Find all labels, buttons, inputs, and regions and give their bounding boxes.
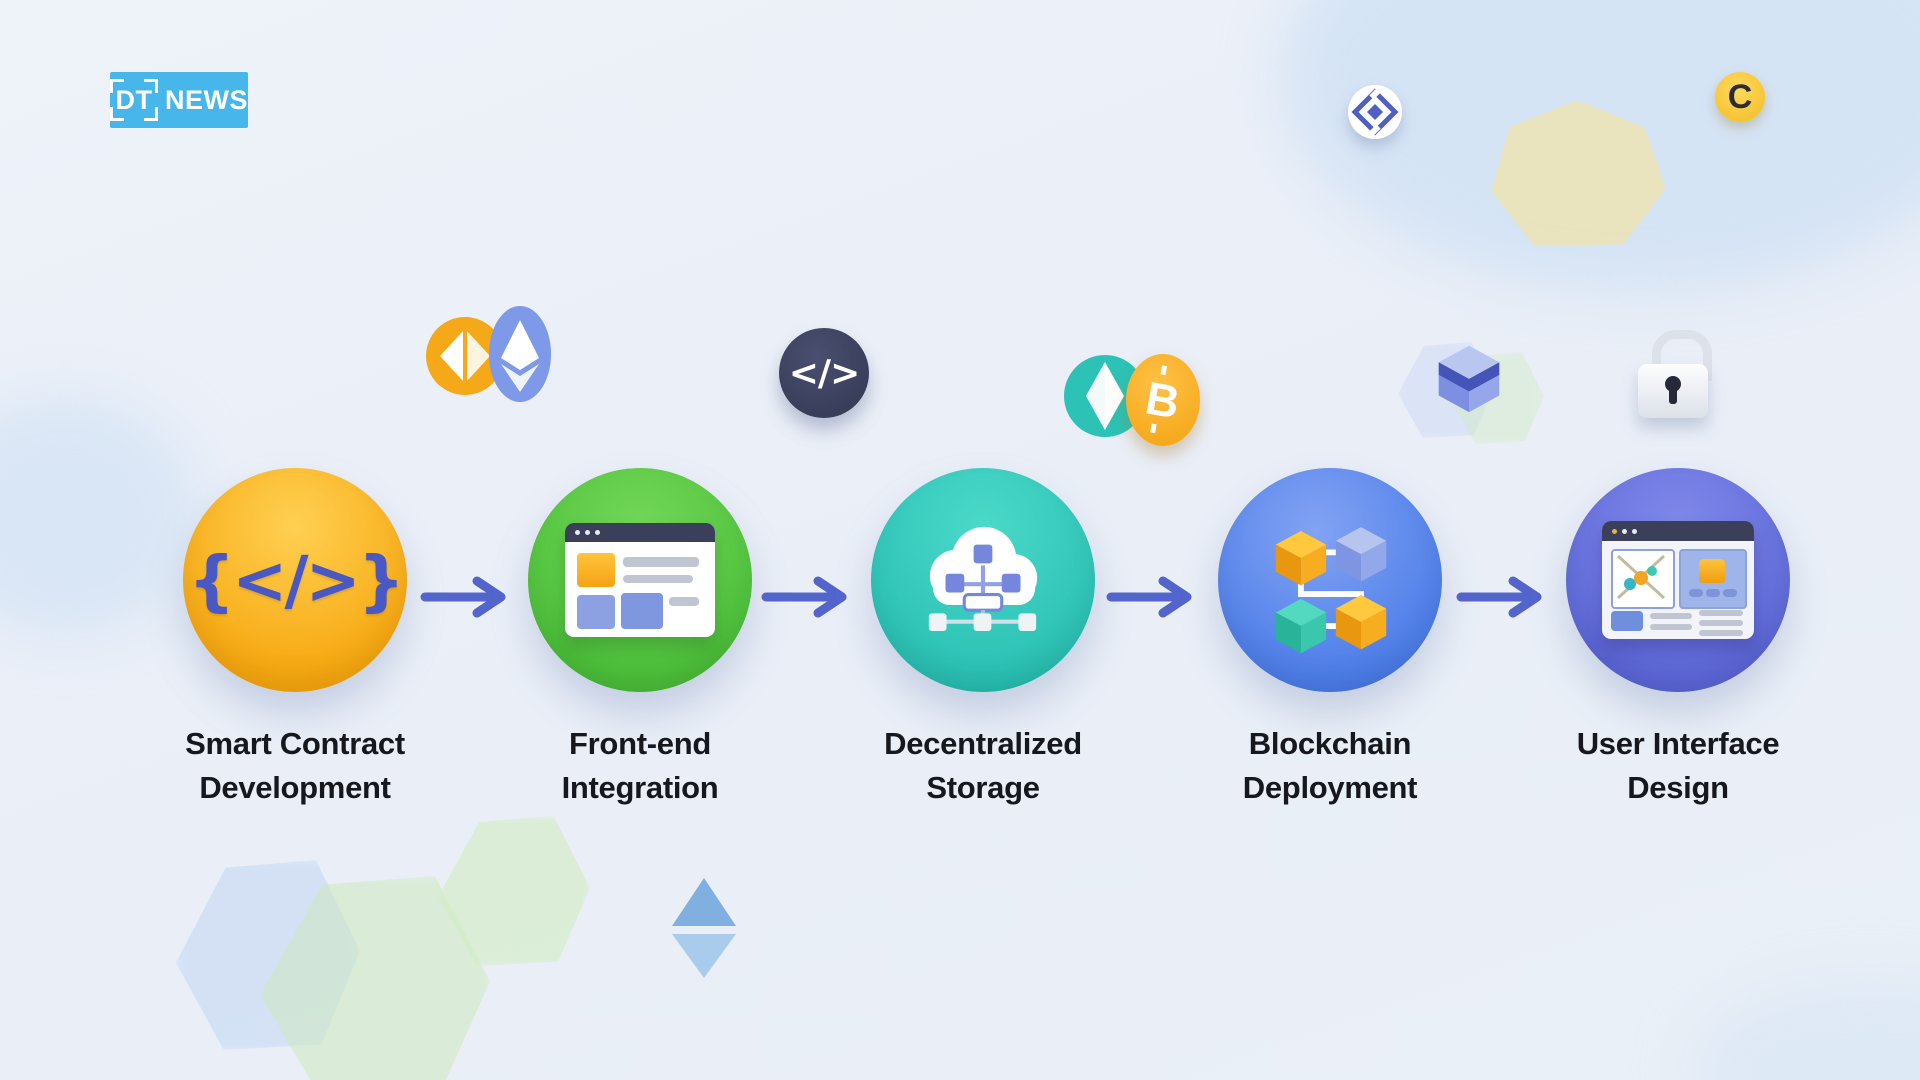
content-bar <box>623 557 699 567</box>
frame-corner <box>144 107 158 121</box>
triangle-up <box>672 878 736 926</box>
step4-label-line2: Deployment <box>1242 770 1418 805</box>
code-circle-icon: </> <box>779 328 869 418</box>
ui-bar <box>1650 613 1692 619</box>
window-dot <box>1632 528 1637 534</box>
step-blockchain-deployment: Blockchain Deployment <box>1170 468 1490 810</box>
arrow-1 <box>420 576 506 618</box>
content-block-orange <box>577 553 615 587</box>
step2-label-line1: Front-end <box>569 726 711 761</box>
padlock-icon <box>1638 330 1712 422</box>
asset-bar <box>1706 589 1720 597</box>
window-dot <box>595 530 600 535</box>
step4-label-line1: Blockchain <box>1248 726 1412 761</box>
step1-label-line2: Development <box>199 770 391 805</box>
step5-label-line1: User Interface <box>1576 726 1780 761</box>
ui-panel-asset <box>1679 549 1747 609</box>
frame-corner <box>110 79 124 93</box>
content-bar <box>669 597 699 606</box>
lock-body <box>1638 364 1708 418</box>
ethereum-gold-icon <box>426 317 504 395</box>
triangle-down <box>672 934 736 978</box>
content-block-blue <box>577 595 615 629</box>
asset-bar <box>1689 589 1703 597</box>
logo-dt-text: DT <box>115 84 153 115</box>
step4-circle <box>1218 468 1442 692</box>
frame-corner <box>110 107 124 121</box>
window-dot <box>585 530 590 535</box>
step3-label: Decentralized Storage <box>884 722 1082 810</box>
frame-corner <box>144 79 158 93</box>
dt-logo-frame: DT <box>110 79 158 121</box>
decor-blob-bottom-right <box>1690 980 1920 1080</box>
code-braces-icon: {</>} <box>188 541 405 619</box>
asset-orange-square <box>1699 559 1725 583</box>
ethereum-blue-icon <box>489 306 551 402</box>
step-user-interface-design: User Interface Design <box>1518 468 1838 810</box>
asset-bar <box>1723 589 1737 597</box>
bitcoin-icon: B <box>1126 354 1200 446</box>
step2-circle <box>528 468 752 692</box>
storage-box-icon <box>1425 332 1513 420</box>
step5-label: User Interface Design <box>1577 722 1780 810</box>
content-block-blue <box>621 593 663 629</box>
ui-blue-block <box>1611 611 1643 631</box>
linked-cubes-icon <box>1275 527 1387 654</box>
ethereum-teal-icon <box>1064 352 1146 440</box>
ui-bar <box>1699 630 1743 636</box>
diamond-code-icon <box>1348 85 1402 139</box>
step3-circle <box>871 468 1095 692</box>
code-glyph: </> <box>788 352 860 394</box>
btc-tick-bottom <box>1150 423 1158 434</box>
arrow-2 <box>761 576 847 618</box>
cloud-network-icon <box>928 526 1038 632</box>
content-bar <box>623 575 693 583</box>
arrow-3 <box>1106 576 1192 618</box>
ui-bar <box>1699 620 1743 626</box>
lock-shackle <box>1652 330 1712 381</box>
ui-bar <box>1650 624 1692 630</box>
step4-label: Blockchain Deployment <box>1242 722 1418 810</box>
step5-label-line2: Design <box>1627 770 1729 805</box>
decor-heptagon-yellow <box>1491 100 1666 246</box>
window-dot <box>1622 528 1627 534</box>
dt-news-logo: DT NEWS <box>110 72 248 128</box>
c-coin-glyph: C <box>1727 77 1753 116</box>
window-dot <box>1612 528 1617 534</box>
decor-ethereum-triangles <box>672 878 736 978</box>
bitcoin-b-glyph: B <box>1142 365 1184 434</box>
lock-keyhole <box>1665 376 1681 404</box>
step1-label: Smart Contract Development <box>185 722 405 810</box>
arrow-4 <box>1456 576 1542 618</box>
ui-titlebar <box>1602 521 1754 541</box>
step1-label-line1: Smart Contract <box>185 726 405 761</box>
window-dot <box>575 530 580 535</box>
c-coin-icon: C <box>1715 72 1765 122</box>
step2-label: Front-end Integration <box>562 722 719 810</box>
step-front-end-integration: Front-end Integration <box>480 468 800 810</box>
ui-panel-vector <box>1611 549 1675 609</box>
browser-titlebar <box>565 523 715 542</box>
browser-window-icon <box>565 523 715 637</box>
ui-layout-icon <box>1602 521 1754 639</box>
step2-label-line2: Integration <box>561 770 719 805</box>
step-smart-contract-development: {</>} Smart Contract Development <box>135 468 455 810</box>
step3-label-line1: Decentralized <box>884 726 1082 761</box>
step5-circle <box>1566 468 1790 692</box>
step1-circle: {</>} <box>183 468 407 692</box>
step3-label-line2: Storage <box>926 770 1040 805</box>
step-decentralized-storage: Decentralized Storage <box>823 468 1143 810</box>
logo-news-text: NEWS <box>165 84 248 115</box>
ui-bar <box>1699 610 1743 616</box>
